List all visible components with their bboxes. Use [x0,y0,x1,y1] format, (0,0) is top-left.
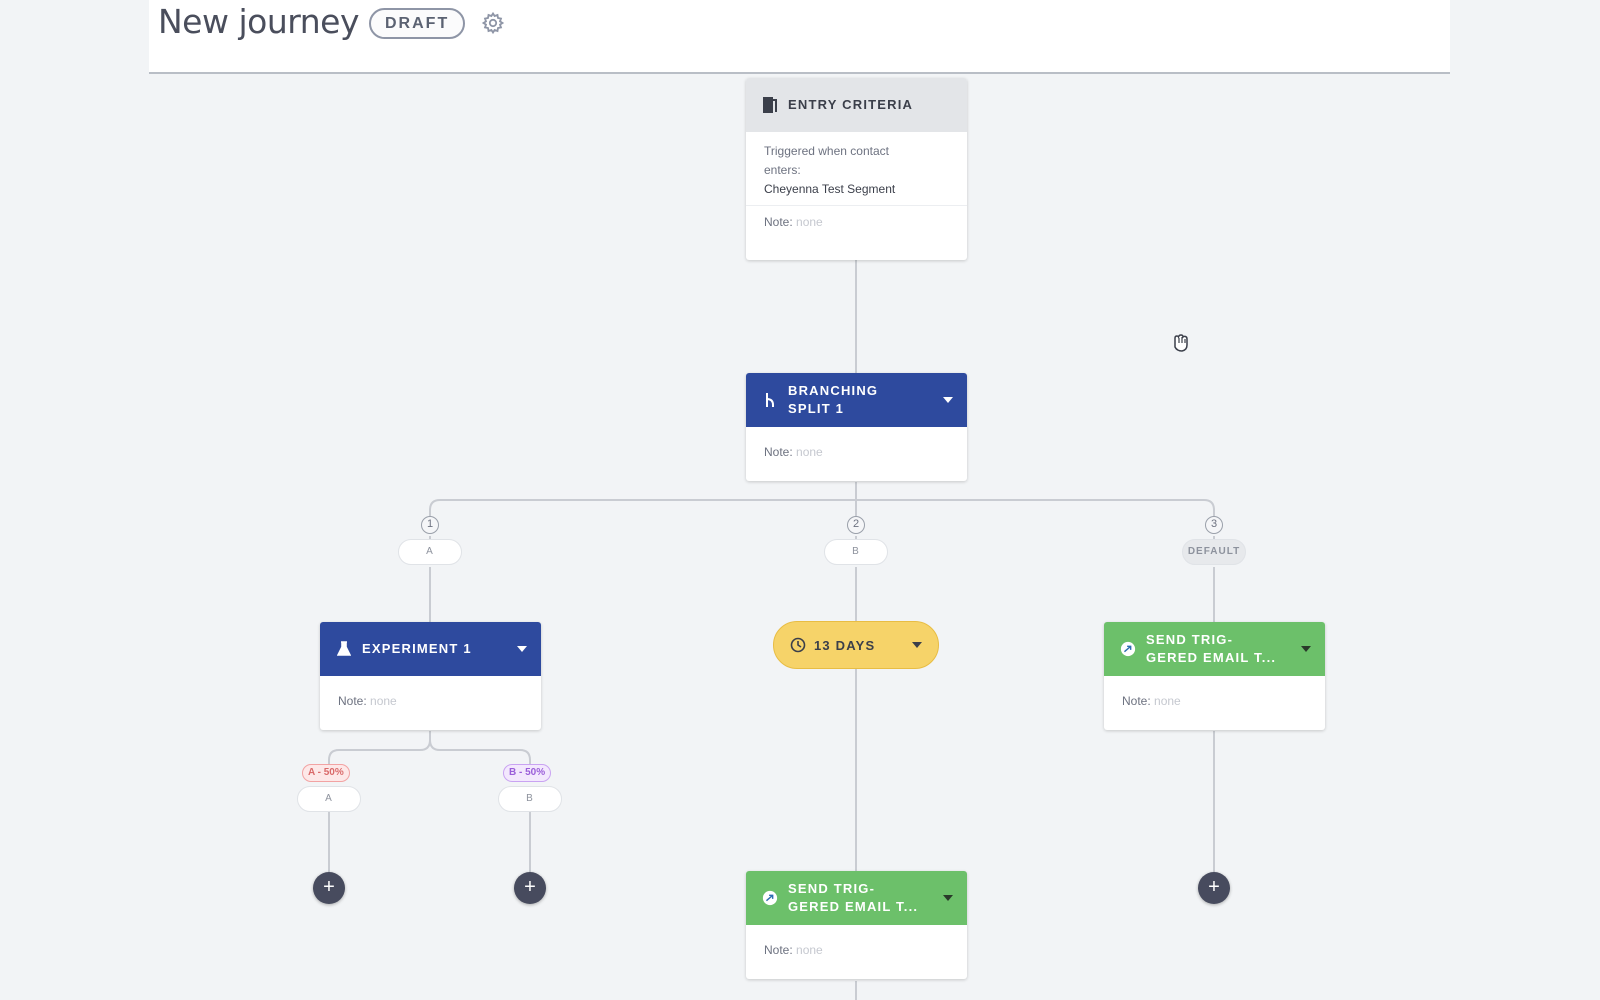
send-email-header[interactable]: SEND TRIG- GERED EMAIL T... [746,871,967,925]
grab-cursor-icon [1174,334,1188,352]
clock-icon [790,637,806,653]
branch-icon [762,392,778,408]
title-line-1: BRANCHING [788,383,879,398]
chevron-down-icon[interactable] [1301,646,1311,652]
send-email-note[interactable]: Note: none [746,925,967,979]
title-line-2: GERED EMAIL T... [1146,650,1277,665]
send-email-note[interactable]: Note: none [1104,676,1325,730]
branch-label-a[interactable]: A [398,539,462,565]
branch-label-default[interactable]: DEFAULT [1182,539,1246,565]
variant-percent-a: A - 50% [302,764,350,782]
entry-criteria-card[interactable]: ENTRY CRITERIA Triggered when contact en… [746,78,967,260]
note-label: Note: [764,943,793,957]
title-line-1: SEND TRIG- [788,881,876,896]
send-email-card-bottom[interactable]: SEND TRIG- GERED EMAIL T... Note: none [746,871,967,979]
branching-split-card[interactable]: BRANCHING SPLIT 1 Note: none [746,373,967,481]
variant-label-a[interactable]: A [297,786,361,812]
chevron-down-icon[interactable] [912,642,922,648]
branching-split-title: BRANCHING SPLIT 1 [788,382,943,418]
add-step-button[interactable]: + [313,872,345,904]
trigger-segment: Cheyenna Test Segment [764,182,896,196]
send-email-title: SEND TRIG- GERED EMAIL T... [1146,631,1301,667]
email-icon [1120,641,1136,657]
branch-label-b[interactable]: B [824,539,888,565]
experiment-note[interactable]: Note: none [320,676,541,730]
variant-label-b[interactable]: B [498,786,562,812]
note-value: none [370,694,397,708]
branch-number-3: 3 [1205,516,1223,534]
experiment-title: EXPERIMENT 1 [362,641,472,656]
branch-number-2: 2 [847,516,865,534]
note-label: Note: [764,445,793,459]
flask-icon [336,641,352,657]
status-badge: DRAFT [369,8,466,39]
note-value: none [796,215,823,229]
wait-duration: 13 DAYS [814,637,876,653]
email-icon [762,890,778,906]
note-value: none [796,445,823,459]
entry-criteria-header[interactable]: ENTRY CRITERIA [746,78,967,132]
split-note[interactable]: Note: none [746,427,967,481]
experiment-card[interactable]: EXPERIMENT 1 Note: none [320,622,541,730]
add-step-button[interactable]: + [514,872,546,904]
entry-note[interactable]: Note: none [746,206,967,260]
chevron-down-icon[interactable] [943,397,953,403]
variant-percent-b: B - 50% [503,764,552,782]
title-line-2: GERED EMAIL T... [788,899,919,914]
note-label: Note: [764,215,793,229]
add-step-button[interactable]: + [1198,872,1230,904]
title-line-1: SEND TRIG- [1146,632,1234,647]
gear-icon[interactable] [481,11,505,35]
branch-number-1: 1 [421,516,439,534]
send-email-card-right[interactable]: SEND TRIG- GERED EMAIL T... Note: none [1104,622,1325,730]
chevron-down-icon[interactable] [517,646,527,652]
wait-step[interactable]: 13 DAYS [773,621,939,669]
send-email-header[interactable]: SEND TRIG- GERED EMAIL T... [1104,622,1325,676]
journey-title[interactable]: New journey [158,2,359,41]
entry-trigger: Triggered when contact enters: Cheyenna … [746,132,967,206]
door-icon [762,97,778,113]
note-value: none [1154,694,1181,708]
chevron-down-icon[interactable] [943,895,953,901]
note-label: Note: [338,694,367,708]
trigger-text: Triggered when contact enters: [764,144,889,177]
page-header: New journey DRAFT [149,0,1450,74]
note-label: Note: [1122,694,1151,708]
send-email-title: SEND TRIG- GERED EMAIL T... [788,880,943,916]
entry-criteria-title: ENTRY CRITERIA [788,97,914,112]
title-line-2: SPLIT 1 [788,401,845,416]
experiment-header[interactable]: EXPERIMENT 1 [320,622,541,676]
branching-split-header[interactable]: BRANCHING SPLIT 1 [746,373,967,427]
note-value: none [796,943,823,957]
